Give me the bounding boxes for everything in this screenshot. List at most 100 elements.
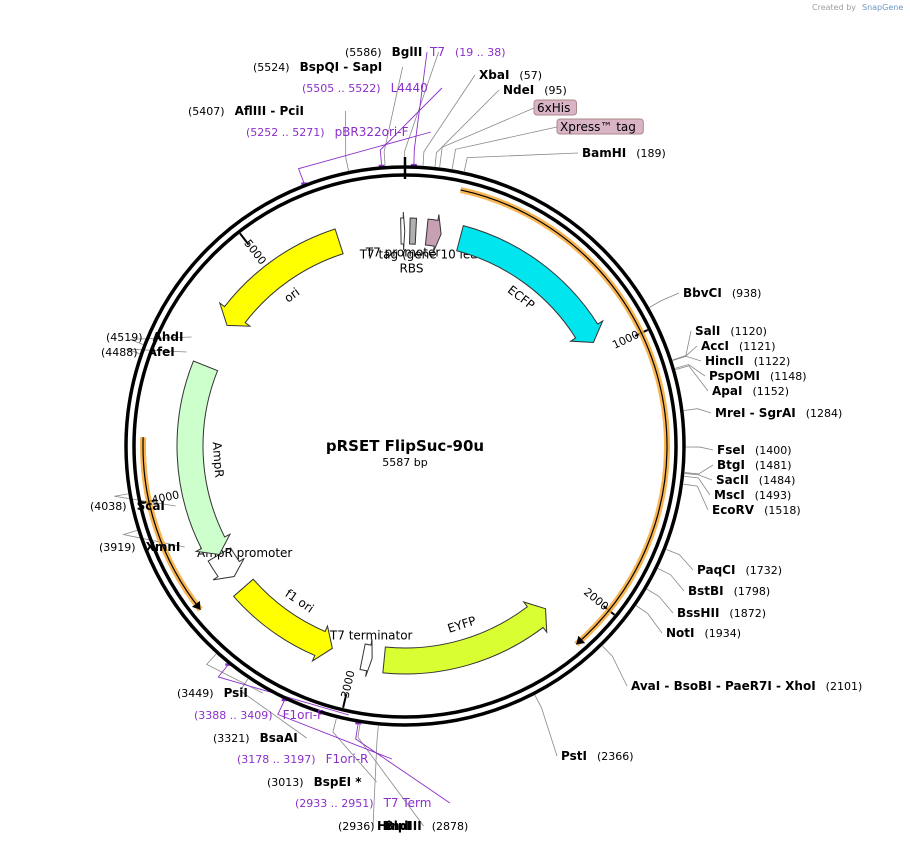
site-leader-25 — [357, 723, 424, 827]
site-leader-6 — [649, 292, 680, 308]
site-position: (938) — [732, 287, 762, 300]
tag-box-1 — [556, 118, 644, 135]
site-leader-7 — [672, 330, 692, 361]
site-leader-4 — [434, 89, 500, 167]
site-name: FseI — [717, 443, 745, 457]
site-leader-3 — [422, 74, 476, 166]
site-position: (1732) — [745, 564, 782, 577]
site-position: (4519) — [106, 331, 143, 344]
site-label-bspqi-sapi: (5524)BspQI - SapI — [253, 60, 382, 74]
site-name: NdeI — [503, 83, 534, 97]
primer-label-pbr322ori-f: (5252 .. 5271)pBR322ori-F — [246, 125, 409, 139]
site-position: (1493) — [755, 489, 792, 502]
feature-ori — [218, 228, 344, 327]
site-position: (1148) — [770, 370, 807, 383]
site-name: HincII — [705, 354, 744, 368]
site-leader-lines — [114, 51, 714, 827]
primer-leader-4 — [277, 699, 393, 760]
primer-leader-2 — [297, 131, 432, 184]
feature-label-ori: ori — [281, 285, 302, 306]
site-label-ecorv: EcoRV(1518) — [712, 503, 801, 517]
site-name: BamHI — [582, 146, 626, 160]
primer-range: (3388 .. 3409) — [194, 709, 273, 722]
site-position: (1484) — [759, 474, 796, 487]
tick-label-4000: 4000 — [150, 488, 180, 507]
tick-3000 — [342, 693, 348, 709]
site-label-fsei: FseI(1400) — [717, 443, 792, 457]
site-name: AfeI — [148, 345, 175, 359]
site-leader-2 — [345, 110, 349, 171]
site-leader-9 — [672, 355, 702, 362]
site-position: (189) — [636, 147, 666, 160]
site-leader-14 — [684, 464, 714, 475]
site-position: (2878) — [432, 820, 469, 833]
site-leader-12 — [683, 408, 712, 414]
primer-name: F1ori-F — [283, 708, 324, 722]
feature-label-ampr: AmpR — [210, 441, 227, 478]
site-name: BlpI — [385, 819, 411, 833]
site-leader-21 — [636, 605, 663, 634]
credit-brand: SnapGene — [862, 3, 903, 12]
feature-label-rbs: RBS — [399, 262, 423, 276]
site-label-apai: ApaI(1152) — [712, 384, 789, 398]
site-label-ndei: NdeI(95) — [503, 83, 567, 97]
primer-label-l4440: (5505 .. 5522)L4440 — [302, 81, 428, 95]
site-leader-32 — [129, 336, 192, 345]
plasmid-name: pRSET FlipSuc-90u — [326, 437, 484, 455]
site-name: BbvCI — [683, 286, 722, 300]
site-name: MscI — [714, 488, 745, 502]
site-name: BspQI - SapI — [300, 60, 383, 74]
site-leader-27 — [239, 678, 307, 739]
site-name: AvaI - BsoBI - PaeR7I - XhoI — [631, 679, 816, 693]
site-label-bspei-: (3013)BspEI * — [267, 775, 362, 789]
site-position: (1121) — [739, 340, 776, 353]
site-position: (57) — [519, 69, 542, 82]
site-label-hindiii: HindIII(2878) — [377, 819, 468, 833]
site-label-afliii-pcii: (5407)AflIII - PciI — [188, 104, 304, 118]
plasmid-length: 5587 bp — [382, 456, 427, 469]
site-position: (3919) — [99, 541, 136, 554]
tick-5000 — [239, 232, 250, 246]
tag-box-0 — [533, 99, 577, 116]
site-position: (2366) — [597, 750, 634, 763]
primer-range: (2933 .. 2951) — [295, 797, 374, 810]
tag-leader-0 — [439, 107, 535, 168]
site-name: AflIII - PciI — [235, 104, 304, 118]
site-label-hincii: HincII(1122) — [705, 354, 790, 368]
site-position: (2936) — [338, 820, 375, 833]
tag-label-0: 6xHis — [537, 101, 570, 115]
site-label-xmni: (3919)XmnI — [99, 540, 180, 554]
orf-line-0 — [460, 189, 668, 645]
site-name: BsaAI — [260, 731, 298, 745]
site-name: BstBI — [688, 584, 724, 598]
site-label-scai: (4038)ScaI — [90, 499, 165, 513]
site-position: (1934) — [705, 627, 742, 640]
site-label-paqci: PaqCI (1732) — [697, 563, 782, 577]
site-position: (1798) — [734, 585, 771, 598]
site-position: (4488) — [101, 346, 138, 359]
site-name: AhdI — [153, 330, 184, 344]
primer-name: L4440 — [391, 81, 428, 95]
primer-label-t7: T7(19 .. 38) — [429, 45, 506, 59]
feature-rbs — [409, 217, 418, 245]
backbone-ring — [124, 157, 686, 727]
feature-ampr — [176, 360, 232, 556]
site-name: MreI - SgrAI — [715, 406, 796, 420]
site-label-psii: (3449) PsiI — [177, 686, 248, 700]
site-label-sacii: SacII(1484) — [716, 473, 795, 487]
orf-arrowhead-0 — [576, 635, 586, 645]
site-name: PsiI — [224, 686, 248, 700]
primer-range: (5252 .. 5271) — [246, 126, 325, 139]
site-leader-15 — [684, 473, 713, 481]
primer-name: T7 Term — [383, 796, 432, 810]
site-label-acci: AccI(1121) — [701, 339, 776, 353]
site-name: PaqCI — [697, 563, 735, 577]
site-position: (3449) — [177, 687, 214, 700]
site-position: (1152) — [752, 385, 789, 398]
site-position: (1872) — [729, 607, 766, 620]
site-label-bbvci: BbvCI (938) — [683, 286, 761, 300]
site-leader-8 — [672, 345, 698, 361]
site-leader-23 — [534, 694, 558, 757]
